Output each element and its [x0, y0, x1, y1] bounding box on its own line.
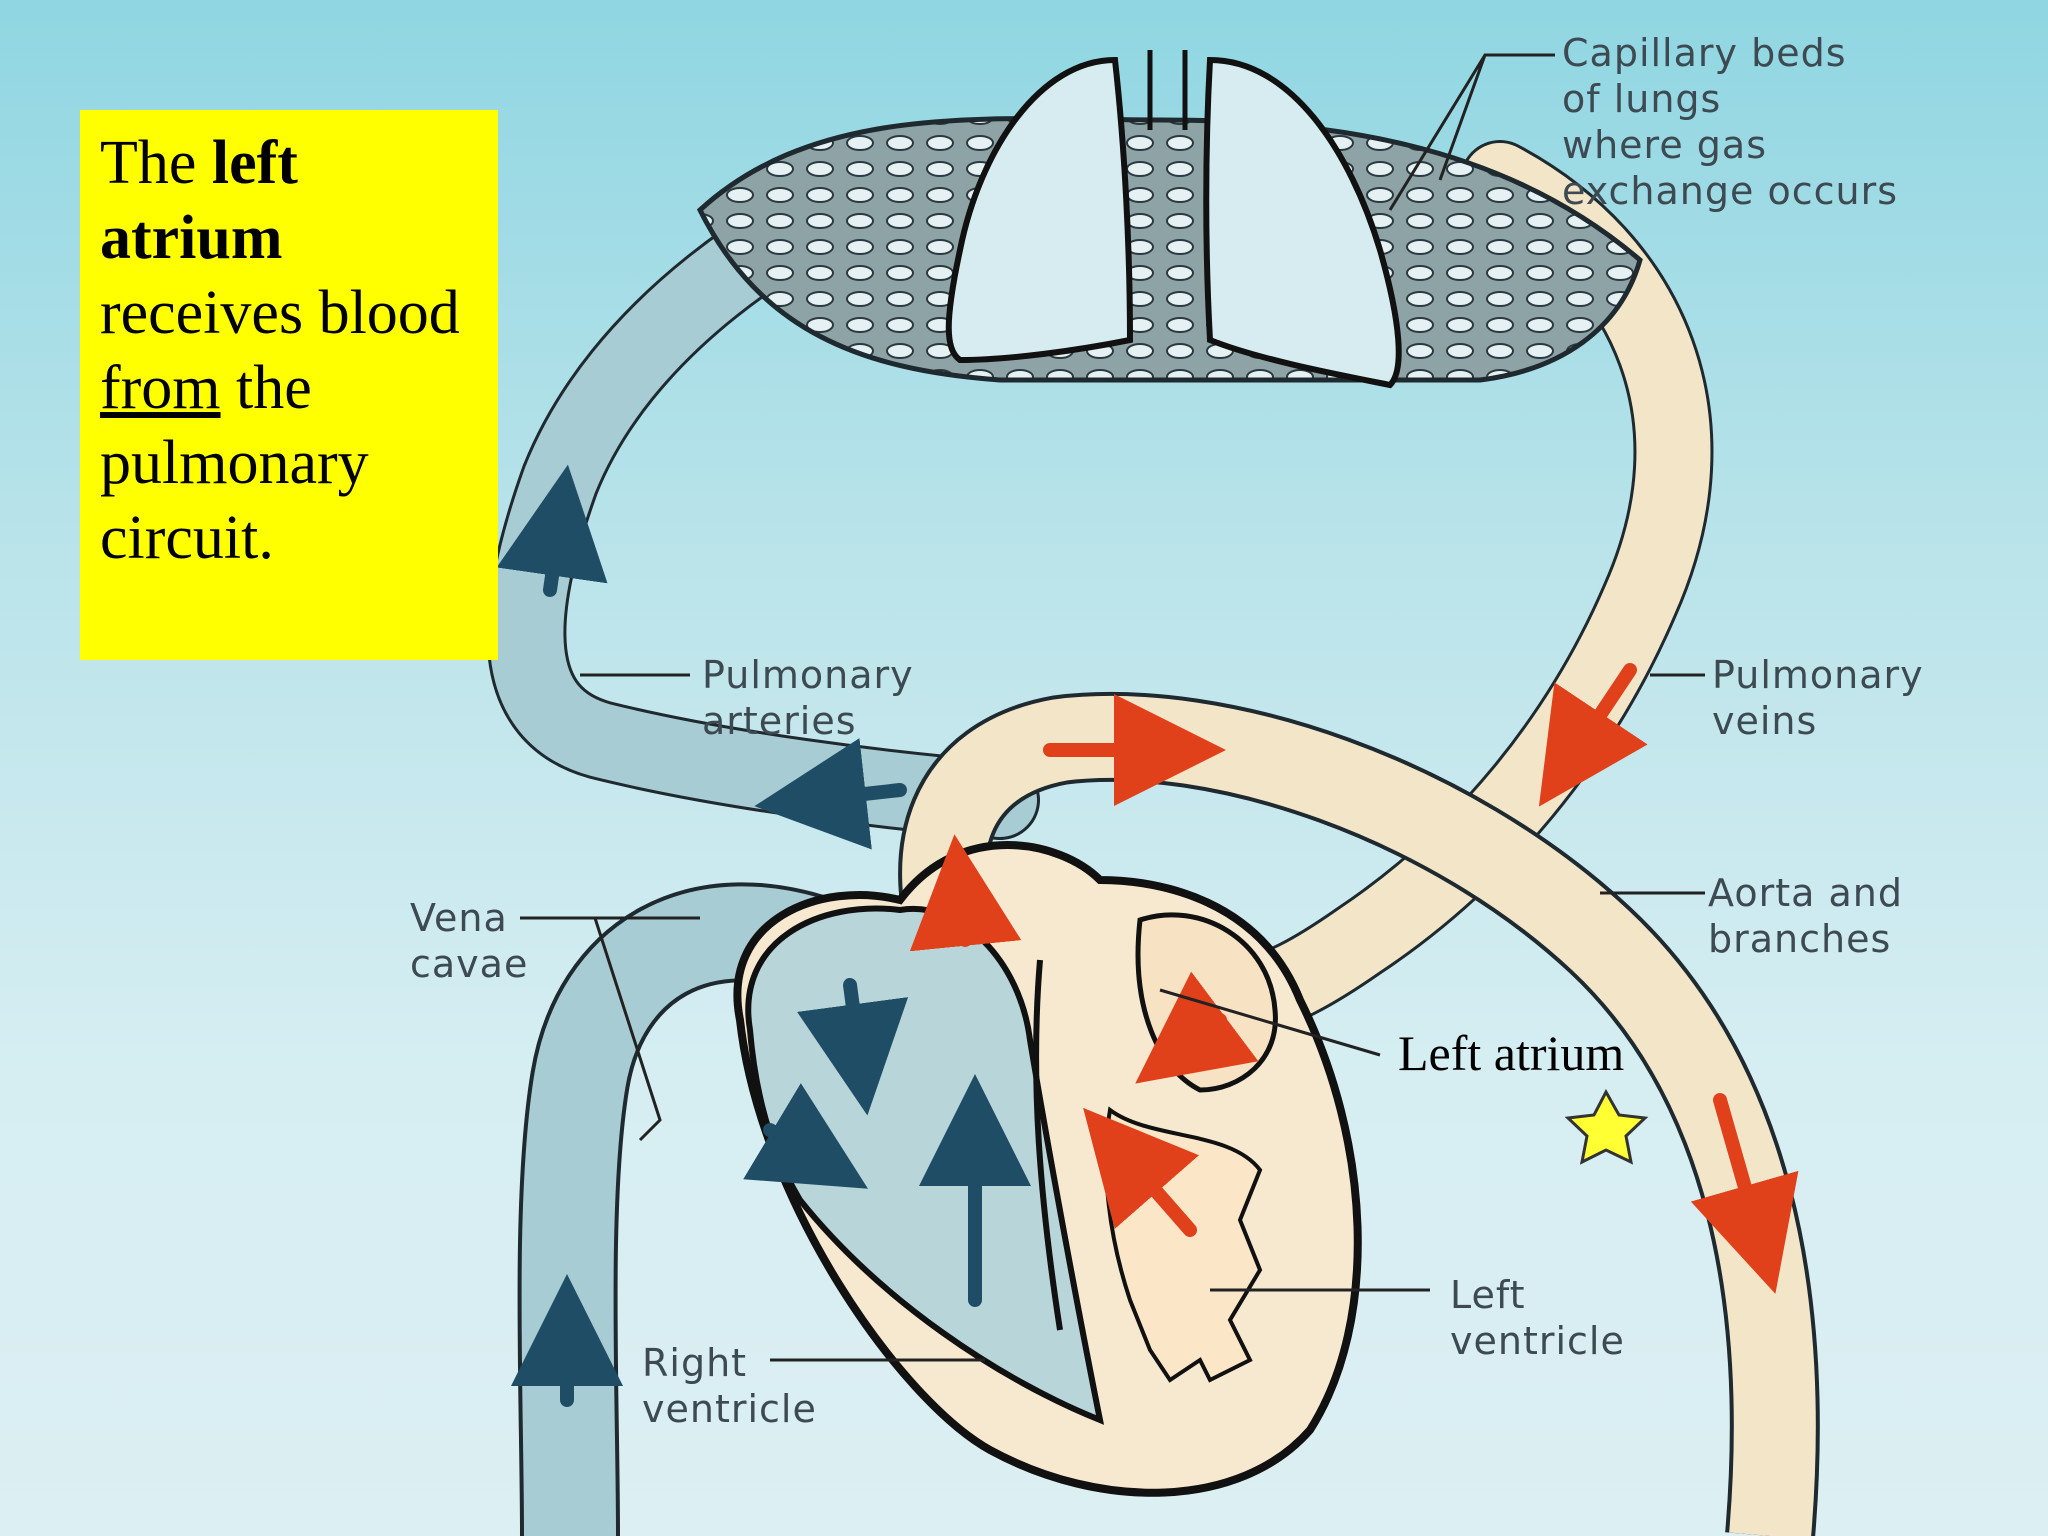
flow-arrow-red [909, 834, 1022, 952]
label-pulmonary-veins: Pulmonary veins [1712, 653, 1924, 743]
leader-line-capillary [1388, 53, 1555, 211]
leader-lines [520, 53, 1705, 1362]
star-icon [1564, 1088, 1649, 1165]
deoxygenated-flow-arrows [496, 464, 1031, 1407]
flow-arrow-red [1135, 971, 1259, 1084]
callout-box: The left atrium receives blood from the … [80, 110, 498, 660]
flow-arrow-blue [797, 978, 909, 1116]
label-aorta-and-branches: Aorta and branches [1708, 871, 1903, 961]
flow-arrow-blue [743, 1083, 869, 1189]
leader-line-vena-cavae [520, 916, 700, 1142]
flow-arrow-blue [496, 464, 608, 597]
callout-bold-term: left atrium [100, 129, 298, 272]
label-vena-cavae: Vena cavae [410, 896, 529, 986]
callout-text-before: The [100, 129, 212, 197]
leader-line-left-atrium [1159, 988, 1381, 1057]
label-left-atrium: Left atrium [1398, 1025, 1625, 1081]
callout-underlined-word: from [100, 354, 221, 422]
label-right-ventricle: Right ventricle [642, 1341, 817, 1431]
flow-arrow-blue [754, 738, 907, 850]
flow-arrow-red [1538, 663, 1648, 807]
oxygenated-flow-arrows [909, 663, 1799, 1294]
label-left-ventricle: Left ventricle [1450, 1273, 1625, 1363]
lung-icon [945, 50, 1402, 389]
flow-arrow-red [1083, 1107, 1200, 1237]
callout-text-mid: receives blood [100, 279, 460, 347]
label-pulmonary-arteries: Pulmonary arteries [702, 653, 914, 743]
label-capillary-beds: Capillary beds of lungs where gas exchan… [1562, 31, 1898, 213]
callout-text-after: the pulmonary circuit. [100, 354, 369, 572]
flow-arrow-red [1690, 1093, 1799, 1294]
heart [733, 841, 1362, 1497]
